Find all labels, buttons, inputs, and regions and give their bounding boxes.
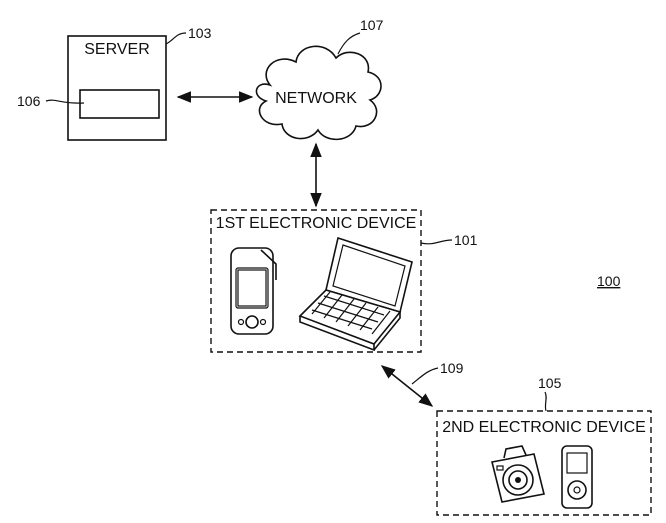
link-ref: 109: [440, 360, 464, 376]
first-device-node: 1ST ELECTRONIC DEVICE 101: [210, 209, 478, 353]
second-device-box: [436, 410, 652, 516]
component-ref: 106: [17, 93, 41, 109]
network-label: NETWORK: [275, 90, 357, 107]
link-leader: [411, 367, 439, 385]
second-device-leader: [544, 391, 547, 412]
device-link-arrow: [380, 365, 434, 407]
network-ref: 107: [360, 17, 384, 33]
server-leader: [165, 32, 187, 45]
laptop-icon: [298, 236, 413, 352]
second-device-label: 2ND ELECTRONIC DEVICE: [442, 419, 646, 436]
server-component: [79, 89, 160, 119]
media-player-icon: [561, 445, 593, 509]
second-device-node: 2ND ELECTRONIC DEVICE 105: [436, 375, 652, 516]
first-device-ref: 101: [454, 232, 478, 248]
network-cloud: [255, 45, 382, 141]
camera-icon: [491, 445, 545, 503]
first-device-label: 1ST ELECTRONIC DEVICE: [216, 215, 417, 232]
network-leader: [337, 32, 361, 55]
network-node: NETWORK 107: [255, 17, 384, 141]
component-leader: [45, 99, 85, 104]
pda-icon: [230, 247, 277, 335]
figure-ref: 100: [597, 273, 621, 289]
first-device-leader: [420, 239, 453, 245]
server-box: [67, 35, 167, 141]
server-ref: 103: [188, 25, 212, 41]
first-device-box: [210, 209, 422, 353]
server-label: SERVER: [84, 41, 150, 58]
second-device-ref: 105: [538, 375, 562, 391]
server-node: SERVER 103 106: [17, 25, 212, 141]
